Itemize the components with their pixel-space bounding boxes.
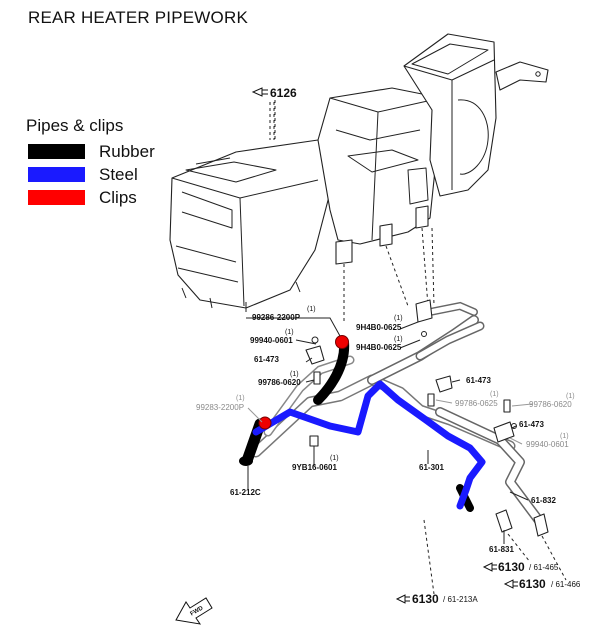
legend-label-rubber: Rubber [99, 141, 155, 161]
qty-label: (1) [566, 393, 575, 400]
ref-6126: 6126 [251, 86, 297, 100]
qty-label: (1) [307, 306, 316, 313]
ref-6130-465-num: 6130 [498, 560, 525, 574]
fwd-arrow-icon: FWD [175, 597, 213, 625]
ref-6130-213a-num: 6130 [412, 592, 439, 606]
part-61-831: 61-831 [489, 545, 514, 554]
ref-6130-465-sub: / 61-465 [529, 563, 559, 572]
ref-6130-61-213a: 6130 / 61-213A [395, 592, 478, 606]
steel-pipe-blue [252, 380, 486, 510]
part-99940-b: 99940-0601 [526, 440, 569, 449]
legend-swatch-steel [28, 167, 85, 182]
part-99786-a: 99786-0620 [258, 378, 301, 387]
legend-swatch-clips [28, 190, 85, 205]
ref-6130-466-num: 6130 [519, 577, 546, 591]
qty-label: (1) [394, 336, 403, 343]
part-61-473-a: 61-473 [254, 355, 279, 364]
part-99786-b: 99786-0625 [455, 399, 498, 408]
legend-title: Pipes & clips [26, 116, 124, 135]
qty-label: (1) [330, 455, 339, 462]
legend-item-clips: Clips [26, 186, 155, 209]
part-99786-c: 99786-0620 [529, 400, 572, 409]
rear-heater-unit [169, 33, 549, 312]
part-61-473-c: 61-473 [519, 420, 544, 429]
part-61-473-b: 61-473 [466, 376, 491, 385]
ref-6130-61-466: 6130 / 61-466 [503, 577, 581, 591]
part-61-212C: 61-212C [230, 488, 261, 497]
legend-item-steel: Steel [26, 163, 155, 186]
hose-clip [258, 416, 272, 430]
part-61-301: 61-301 [419, 463, 444, 472]
hose-clip [335, 335, 349, 349]
legend-item-rubber: Rubber [26, 140, 155, 163]
qty-label: (1) [490, 391, 499, 398]
part-61-832: 61-832 [531, 496, 556, 505]
ref-6130-213a-sub: / 61-213A [443, 595, 478, 604]
qty-label: (1) [560, 433, 569, 440]
legend-swatch-rubber [28, 144, 85, 159]
ref-6130-61-465: 6130 / 61-465 [482, 560, 559, 574]
part-99286: 99286-2200P [252, 313, 301, 322]
part-9H4B0-b: 9H4B0-0625 [356, 343, 402, 352]
hose-clips [258, 335, 349, 430]
qty-label: (1) [285, 329, 294, 336]
qty-label: (1) [236, 395, 245, 402]
legend: Pipes & clips Rubber Steel Clips [26, 116, 155, 209]
ref-6126-label: 6126 [270, 86, 297, 100]
page-title: REAR HEATER PIPEWORK [28, 8, 248, 27]
legend-label-steel: Steel [99, 164, 138, 184]
qty-label: (1) [290, 371, 299, 378]
part-9YB16: 9YB16-0601 [292, 463, 337, 472]
qty-label: (1) [394, 315, 403, 322]
part-99940-a: 99940-0601 [250, 336, 293, 345]
part-9H4B0-a: 9H4B0-0625 [356, 323, 402, 332]
ref-6130-466-sub: / 61-466 [551, 580, 581, 589]
part-99283: 99283-2200P [196, 403, 244, 412]
legend-label-clips: Clips [99, 187, 137, 207]
